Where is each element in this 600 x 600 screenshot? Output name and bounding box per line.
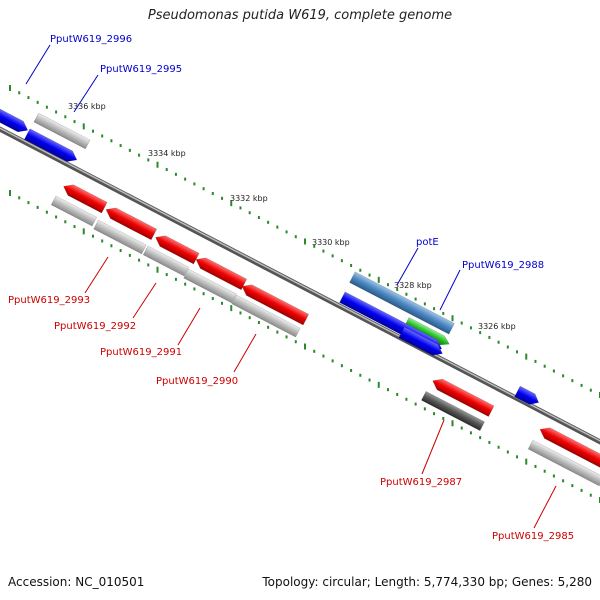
scale-label: 3330 kbp — [312, 238, 350, 247]
map-title: Pseudomonas putida W619, complete genome — [147, 8, 453, 23]
gene-label[interactable]: PputW619_2990 — [156, 376, 238, 387]
gene-label[interactable]: potE — [416, 237, 439, 248]
leader-line — [73, 74, 99, 113]
leader-line — [132, 282, 157, 319]
forward-cds-arrow[interactable] — [398, 326, 445, 359]
reverse-cds-arrow[interactable] — [193, 254, 248, 291]
topology-text: Topology: circular; Length: 5,774,330 bp… — [262, 575, 592, 589]
gene-bar[interactable] — [142, 245, 190, 277]
gene-label[interactable]: PputW619_2993 — [8, 295, 90, 306]
reverse-cds-arrow[interactable] — [537, 424, 600, 469]
gene-label[interactable]: PputW619_2991 — [100, 347, 182, 358]
feature-track — [0, 106, 600, 487]
accession-text: Accession: NC_010501 — [8, 575, 145, 589]
leader-line — [233, 333, 257, 373]
genome-backbone — [0, 126, 600, 445]
forward-cds-arrow[interactable] — [24, 128, 79, 166]
reverse-cds-arrow[interactable] — [153, 232, 200, 265]
gene-label[interactable]: PputW619_2992 — [54, 321, 136, 332]
gene-labels: PputW619_2996 PputW619_2995 potE PputW61… — [8, 34, 574, 542]
reverse-cds-arrow[interactable] — [103, 204, 158, 241]
gene-label[interactable]: PputW619_2987 — [380, 477, 462, 488]
scale-label: 3336 kbp — [68, 102, 106, 111]
scale-label: 3326 kbp — [478, 322, 516, 331]
leader-line — [25, 44, 51, 85]
leader-line — [396, 247, 419, 286]
scale-labels: 3336 kbp 3334 kbp 3332 kbp 3330 kbp 3328… — [68, 102, 516, 331]
gene-label-leaders — [25, 44, 557, 529]
leader-line — [439, 269, 461, 311]
gene-bar[interactable] — [33, 112, 91, 150]
reverse-cds-arrow[interactable] — [61, 181, 108, 214]
scale-label: 3334 kbp — [148, 149, 186, 158]
gene-bar[interactable] — [231, 294, 301, 338]
gene-bar[interactable] — [527, 439, 600, 487]
highlight-gene-bar[interactable] — [349, 271, 455, 335]
gene-bar[interactable] — [50, 195, 98, 227]
forward-cds-arrow[interactable] — [514, 385, 542, 408]
forward-cds-arrow[interactable] — [0, 106, 31, 135]
leader-line — [533, 485, 557, 529]
pseudogene-bar[interactable] — [421, 390, 485, 432]
gene-label[interactable]: PputW619_2988 — [462, 260, 544, 271]
leader-line — [177, 307, 201, 346]
gene-label[interactable]: PputW619_2985 — [492, 531, 574, 542]
scale-dots — [9, 85, 600, 503]
leader-line — [421, 419, 445, 475]
leader-line — [84, 256, 109, 294]
reverse-cds-arrow[interactable] — [430, 375, 495, 417]
scale-label: 3328 kbp — [394, 281, 432, 290]
reverse-cds-arrow[interactable] — [239, 281, 310, 326]
scale-label: 3332 kbp — [230, 194, 268, 203]
gene-bar[interactable] — [183, 268, 237, 304]
gene-bar[interactable] — [93, 219, 147, 255]
gene-label[interactable]: PputW619_2995 — [100, 64, 182, 75]
gene-label[interactable]: PputW619_2996 — [50, 34, 132, 45]
